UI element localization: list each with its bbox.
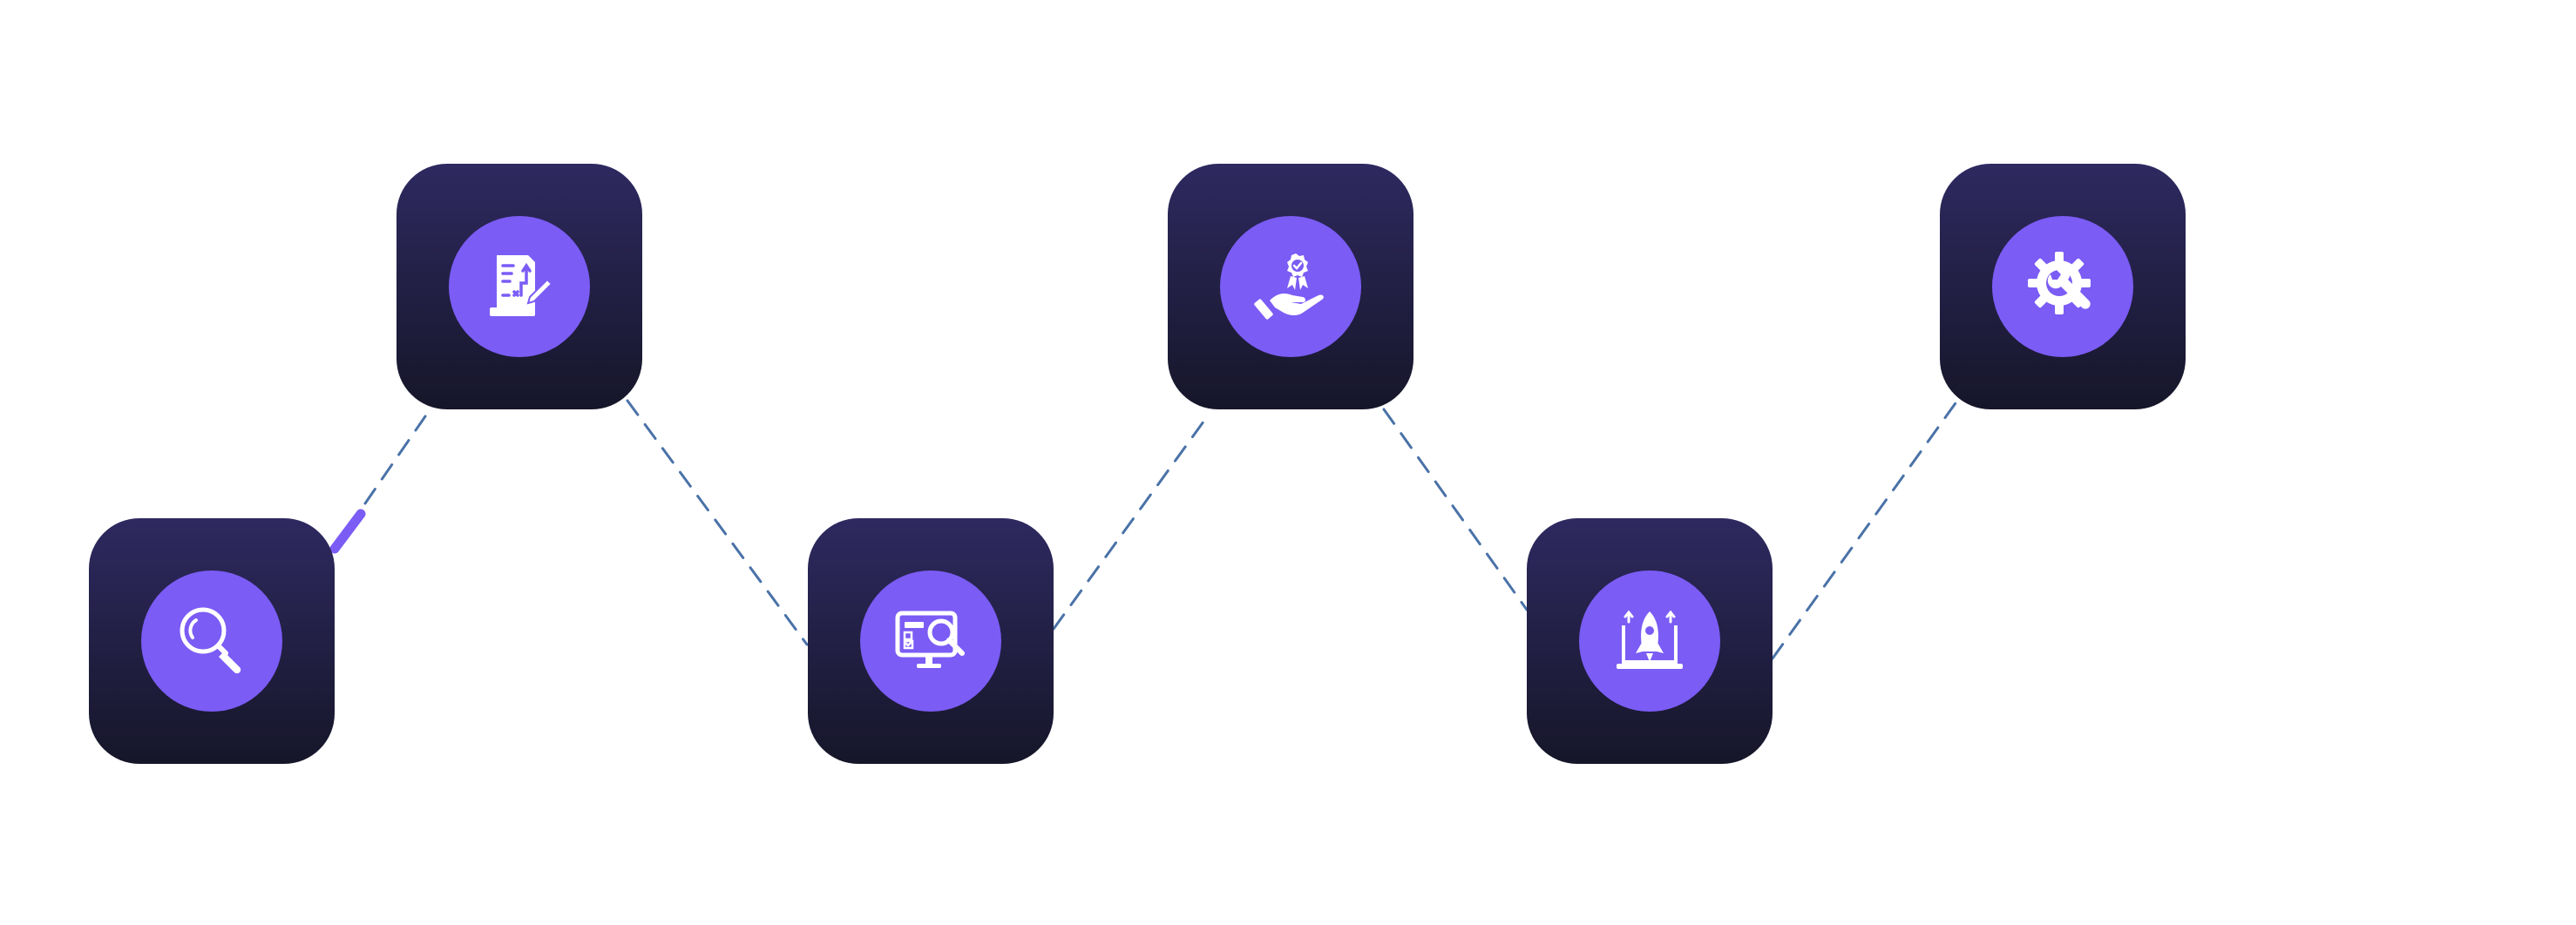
- step-icon-circle-4: [1220, 216, 1361, 357]
- connector-1-2-dashed: [363, 415, 427, 505]
- step-icon-circle-5: [1579, 571, 1720, 712]
- connector-2-3: [626, 399, 809, 646]
- step-tile-2[interactable]: [397, 164, 642, 409]
- document-plan-icon: [490, 255, 553, 316]
- connector-5-6: [1771, 399, 1959, 660]
- step-tile-1[interactable]: [89, 518, 335, 764]
- hand-award-badge-icon: [1254, 253, 1324, 320]
- step-tile-4[interactable]: [1168, 164, 1413, 409]
- step-icon-circle-6: [1992, 216, 2133, 357]
- step-tile-6[interactable]: [1940, 164, 2186, 409]
- step-icon-circle-3: [860, 571, 1001, 712]
- step-icon-circle-1: [141, 571, 282, 712]
- step-tile-5[interactable]: [1527, 518, 1773, 764]
- gear-wrench-icon: [2028, 252, 2091, 314]
- step-icon-circle-2: [449, 216, 590, 357]
- step-tile-3[interactable]: [808, 518, 1054, 764]
- connector-4-5: [1382, 408, 1529, 611]
- monitor-search-icon: [895, 611, 965, 668]
- connector-1-2-progress: [329, 509, 366, 554]
- magnifier-search-icon: [180, 607, 241, 674]
- laptop-rocket-launch-icon: [1617, 610, 1683, 669]
- connector-3-4: [1052, 416, 1208, 631]
